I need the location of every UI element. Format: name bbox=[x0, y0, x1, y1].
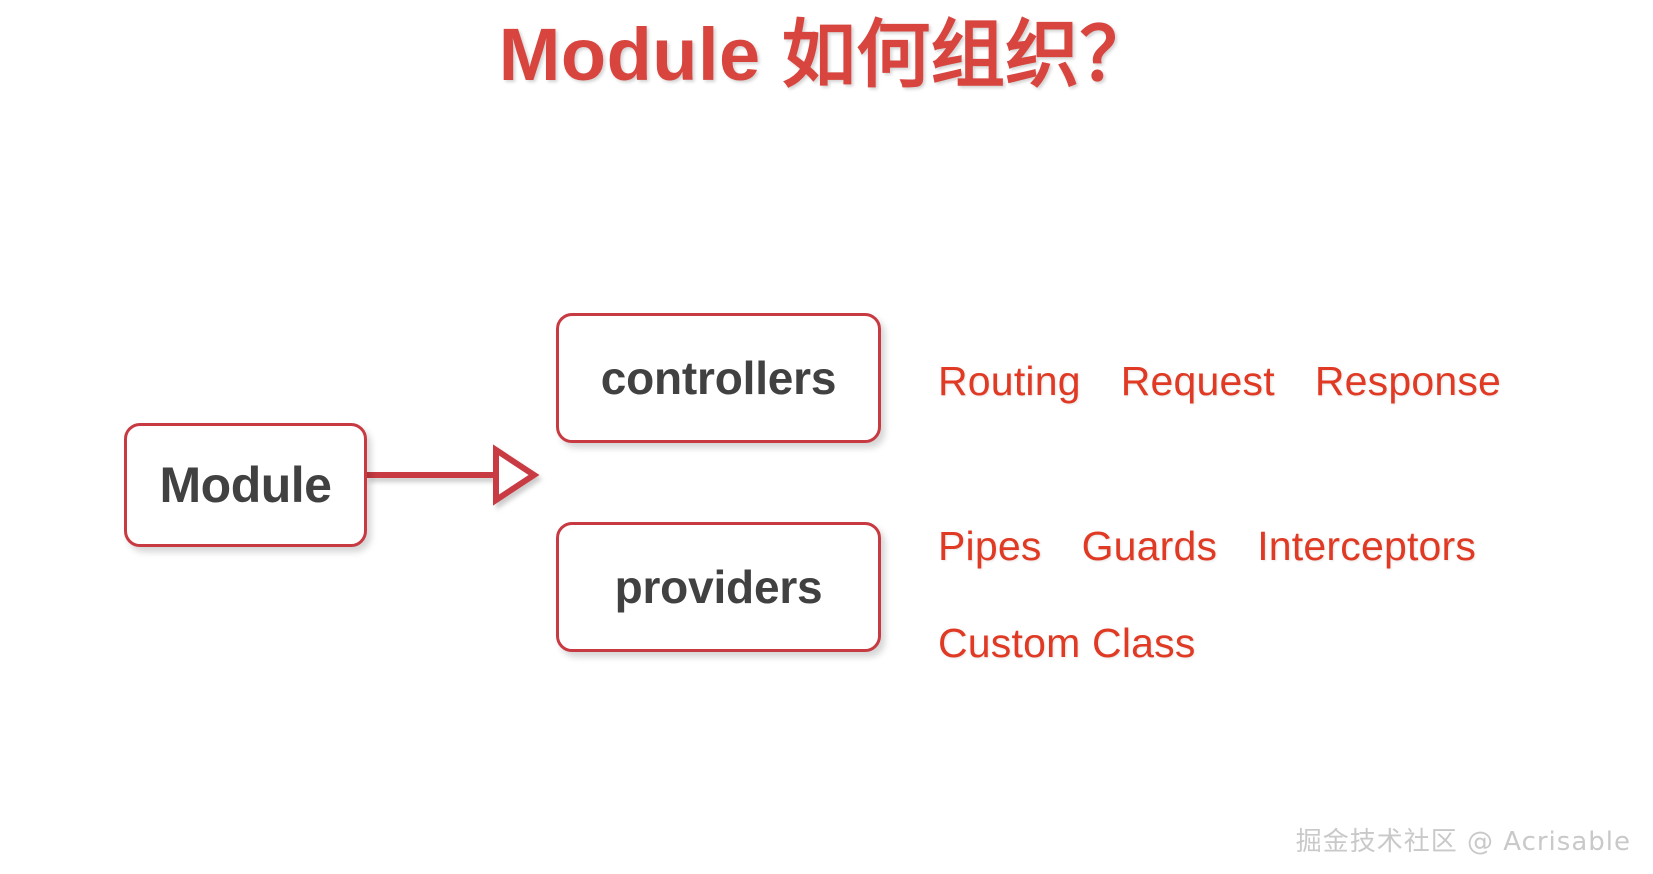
annotations-controllers: Routing Request Response bbox=[938, 358, 1501, 405]
node-controllers-label: controllers bbox=[600, 352, 837, 404]
annotation-custom-class: Custom Class bbox=[938, 620, 1196, 666]
node-providers[interactable]: providers bbox=[556, 522, 881, 652]
annotation-request: Request bbox=[1120, 358, 1275, 404]
node-module-label: Module bbox=[159, 457, 332, 513]
annotations-providers-row-1: Pipes Guards Interceptors bbox=[938, 523, 1476, 570]
node-providers-label: providers bbox=[614, 561, 823, 613]
node-controllers[interactable]: controllers bbox=[556, 313, 881, 443]
page-title: Module 如何组织？ bbox=[498, 13, 1155, 96]
annotation-routing: Routing bbox=[938, 358, 1081, 404]
watermark: 掘金技术社区 @ Acrisable bbox=[1295, 827, 1631, 857]
annotation-response: Response bbox=[1314, 358, 1502, 404]
node-module[interactable]: Module bbox=[124, 423, 367, 547]
annotation-pipes: Pipes bbox=[938, 523, 1042, 569]
connector-arrow-module-to-branches bbox=[366, 444, 540, 506]
annotation-interceptors: Interceptors bbox=[1257, 523, 1477, 569]
arrow-head-icon bbox=[493, 444, 540, 506]
annotations-providers-row-2: Custom Class bbox=[938, 620, 1196, 667]
annotation-guards: Guards bbox=[1081, 523, 1218, 569]
